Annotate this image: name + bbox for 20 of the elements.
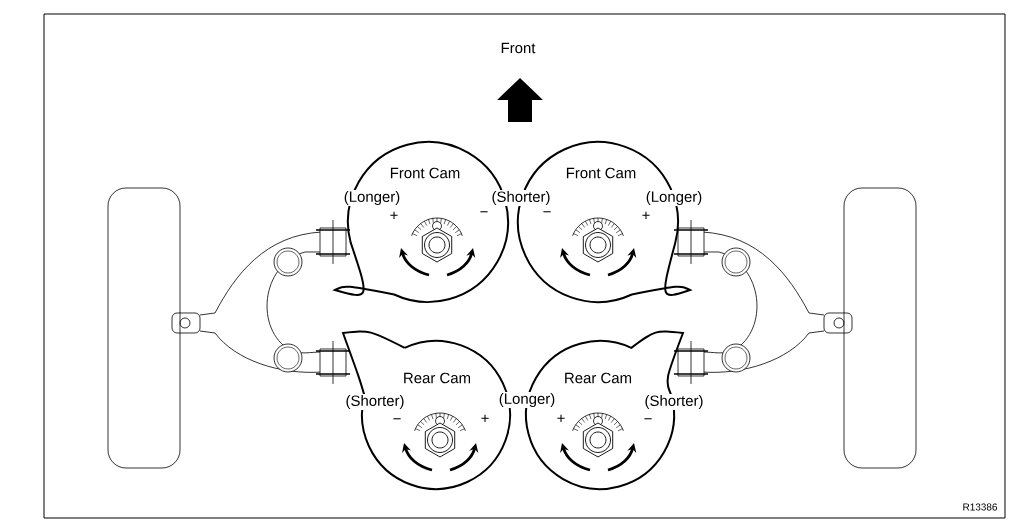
sign-label: − [642,417,654,425]
adjustment-label: (Shorter) [344,394,406,410]
sign-label: + [640,210,652,222]
adjustment-label: (Shorter) [490,190,552,206]
figure-code: R13386 [961,502,999,512]
cam-label: Rear Cam [562,371,634,385]
heading-label: Front [499,41,537,55]
adjustment-label: (Longer) [342,190,402,206]
adjustment-label: (Longer) [497,392,557,408]
sign-label: + [388,210,400,222]
cam-label: Front Cam [564,166,638,180]
sign-label: − [478,210,490,218]
sign-label: + [479,413,491,425]
cam-label: Front Cam [388,166,462,180]
sign-label: − [391,417,403,425]
cam-label: Rear Cam [401,371,473,385]
adjustment-label: (Shorter) [643,394,705,410]
sign-label: − [541,210,553,218]
adjustment-label: (Longer) [644,190,704,206]
sign-label: + [555,413,567,425]
